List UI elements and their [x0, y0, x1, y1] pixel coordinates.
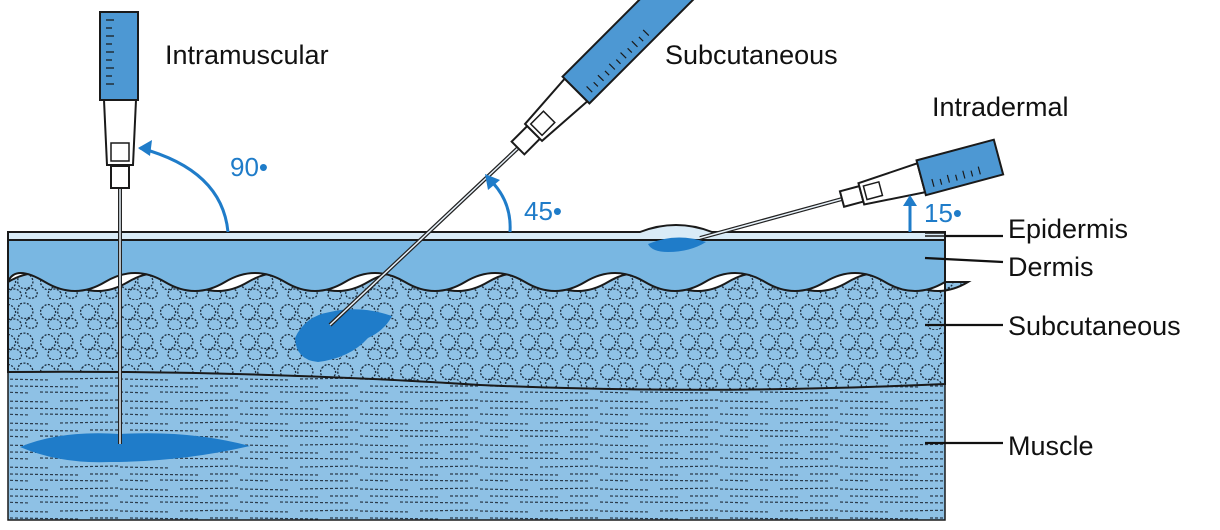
subcutaneous-layer-label: Subcutaneous	[1008, 311, 1181, 341]
dermis-label: Dermis	[1008, 252, 1094, 282]
subcutaneous-barrel	[561, 0, 697, 105]
intradermal-label: Intradermal	[932, 92, 1069, 122]
intradermal-syringe	[699, 138, 1005, 240]
subcutaneous-deposit	[295, 309, 392, 362]
angle-arc-90	[139, 146, 230, 233]
subcutaneous-layer	[7, 272, 972, 391]
subcutaneous-syringe	[328, 0, 697, 327]
intradermal-bleb	[648, 237, 706, 252]
angle-45-label: 45•	[524, 196, 562, 226]
intramuscular-barrel	[99, 11, 139, 101]
dermis-leader	[924, 256, 1004, 264]
epidermis-label: Epidermis	[1008, 214, 1128, 244]
angle-15-label: 15•	[924, 198, 962, 228]
muscle-label: Muscle	[1008, 431, 1094, 461]
tissue-cross-section	[7, 224, 972, 521]
epidermis-layer	[7, 224, 946, 241]
intradermal-barrel	[915, 138, 1005, 197]
intramuscular-deposit	[20, 433, 250, 463]
dermis-layer	[7, 239, 946, 292]
intramuscular-syringe	[99, 11, 139, 444]
subcutaneous-title-label: Subcutaneous	[665, 40, 838, 70]
intramuscular-label: Intramuscular	[165, 40, 329, 70]
angle-90-label: 90•	[230, 152, 268, 182]
